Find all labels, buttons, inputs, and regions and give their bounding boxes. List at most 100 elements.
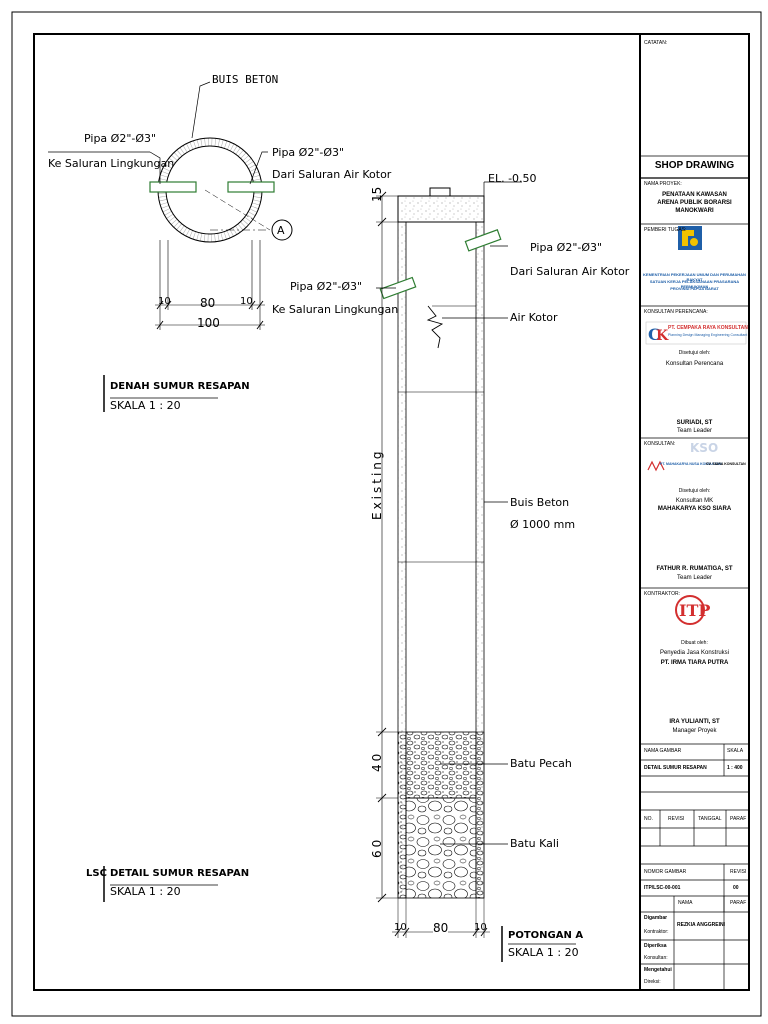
potongan-title: POTONGAN A <box>508 930 584 941</box>
outer-border <box>11 11 762 1017</box>
dim-15: 15 <box>370 186 384 202</box>
section-scale: SKALA 1 : 20 <box>110 885 181 898</box>
nama-label: NAMA <box>678 900 693 906</box>
nama-gambar-value: DETAIL SUMUR RESAPAN <box>644 765 707 771</box>
kontraktor-label: KONTRAKTOR: <box>644 591 681 597</box>
svg-text:KSO: KSO <box>690 441 718 455</box>
konsultan-role: Konsultan MK <box>675 498 714 504</box>
section-marker-circle <box>271 219 293 241</box>
kontraktor-name: IRA YULIANTI, ST <box>669 719 720 725</box>
plan-scale: SKALA 1 : 20 <box>110 399 181 412</box>
perencana-disetujui: Disetujui oleh: <box>678 350 711 356</box>
project-line-3: MANOKWARI <box>675 208 714 214</box>
pipe-outlet-label-2: Ke Saluran Lingkungan <box>272 303 399 316</box>
batu-kali-label: Batu Kali <box>510 837 559 850</box>
project-line-2: ARENA PUBLIK BORARSI <box>657 200 732 206</box>
diperiksa-sub: Konsultan: <box>644 955 668 961</box>
kontraktor-title: Manager Proyek <box>672 728 717 734</box>
konsultan-logo-right: CV. SIARA KONSULTAN <box>706 462 746 466</box>
svg-text:K: K <box>656 328 669 344</box>
revisi-label: REVISI <box>668 816 685 822</box>
konsultan-company: MAHAKARYA KSO SIARA <box>657 506 732 512</box>
paraf2-label: PARAF <box>730 900 747 906</box>
diperiksa-label: Diperiksa <box>644 943 667 949</box>
pipe-inlet-label-2: Dari Saluran Air Kotor <box>510 265 630 278</box>
plan-dim-total: 100 <box>197 316 220 330</box>
paraf-label: PARAF <box>730 816 747 822</box>
disetujui-label: Mengetahui <box>644 967 672 973</box>
owner-line-1: KEMENTRIAN PEKERJAAN UMUM DAN PERUMAHAN … <box>643 272 746 282</box>
project-line-1: PENATAAN KAWASAN <box>662 192 727 198</box>
konsultan-perencana-label: KONSULTAN PERENCANA: <box>644 309 708 315</box>
catatan-label: CATATAN: <box>644 40 668 46</box>
shop-drawing-header: SHOP DRAWING <box>654 160 735 171</box>
itp-logo-icon: ITP <box>675 595 710 625</box>
pipe-left <box>149 181 197 193</box>
perencana-title: Team Leader <box>676 428 713 434</box>
buis-beton-label-1: Buis Beton <box>510 496 570 509</box>
sec-dim-left: 10 <box>394 922 407 933</box>
buis-beton-label: BUIS BETON <box>212 73 279 86</box>
kso-logo-icon: KSO <box>647 441 718 472</box>
owner-line-3: PROVINSI PAPUA BARAT <box>670 286 719 291</box>
konsultan-name: FATHUR R. RUMATIGA, ST <box>656 566 733 572</box>
plan-dim-inner: 80 <box>200 296 216 310</box>
plan-view <box>48 81 293 330</box>
elevation-label: EL. -0.50 <box>488 172 537 185</box>
kontraktor-role: Penyedia Jasa Konstruksi <box>659 650 730 656</box>
pipe-left-label-1: Pipa Ø2"-Ø3" <box>84 132 157 145</box>
pipe-left-label-2: Ke Saluran Lingkungan <box>48 157 175 170</box>
owner-line-2: SATUAN KERJA PELAKSANAAN PRASARANA PERMU… <box>649 279 740 289</box>
section-view <box>376 181 522 938</box>
pemberi-tugas-label: PEMBERI TUGAS: <box>644 227 687 233</box>
svg-text:C: C <box>648 325 661 344</box>
sec-dim-right: 10 <box>474 922 487 933</box>
air-kotor-label: Air Kotor <box>510 311 558 324</box>
svg-text:ITP: ITP <box>679 601 710 620</box>
tanggal-label: TANGGAL <box>698 816 722 822</box>
konsultan-label: KONSULTAN: <box>644 441 676 447</box>
section-prefix: LSC <box>86 868 107 879</box>
pipe-inlet <box>464 229 502 252</box>
disetujui-sub: Direksi: <box>644 979 661 985</box>
dim-40: 40 <box>370 750 384 772</box>
air-kotor-symbol <box>426 305 444 349</box>
dim-60: 60 <box>370 836 384 858</box>
pipe-inlet-label-1: Pipa Ø2"-Ø3" <box>530 241 603 254</box>
revisi-value: 00 <box>733 885 739 891</box>
plan-title: DENAH SUMUR RESAPAN <box>110 381 250 392</box>
sec-dim-mid: 80 <box>433 921 449 935</box>
manhole-handle <box>429 187 451 197</box>
skala-value: 1 : 400 <box>727 765 743 771</box>
pipe-right-label-2: Dari Saluran Air Kotor <box>272 168 392 181</box>
kontraktor-company: PT. IRMA TIARA PUTRA <box>660 660 729 666</box>
buis-beton-label-2: Ø 1000 mm <box>510 518 576 531</box>
potongan-scale: SKALA 1 : 20 <box>508 946 579 959</box>
nomor-gambar-label: NOMOR GAMBAR <box>644 869 687 875</box>
konsultan-logo-left: PT. MAHAKARYA NUSA KONSULTAN <box>660 462 722 466</box>
nama-gambar-label: NAMA GAMBAR <box>644 748 682 754</box>
digambar-label: Digambar <box>644 915 668 921</box>
konsultan-disetujui: Disetujui oleh: <box>678 488 711 494</box>
pupr-logo-icon <box>678 226 702 250</box>
section-title: DETAIL SUMUR RESAPAN <box>110 868 250 879</box>
cover-slab <box>397 195 485 223</box>
batu-pecah-label: Batu Pecah <box>510 757 572 770</box>
pipe-right-label-1: Pipa Ø2"-Ø3" <box>272 146 345 159</box>
titleblock-grid <box>640 155 749 990</box>
dim-existing: Existing <box>370 448 384 520</box>
digambar-name: REZKIA ANGGREINI <box>677 922 725 928</box>
nomor-gambar-value: ITP/LSC-00-001 <box>644 885 681 891</box>
crk-logo-icon: C K <box>645 321 747 345</box>
pipe-outlet-label-1: Pipa Ø2"-Ø3" <box>290 280 363 293</box>
section-marker-text: A <box>277 224 285 237</box>
digambar-sub: Kontraktor: <box>644 929 669 935</box>
skala-label: SKALA <box>727 748 744 754</box>
konsultan-title: Team Leader <box>676 575 713 581</box>
kontraktor-disetujui: Dibuat oleh: <box>681 640 708 646</box>
batu-kali-layer <box>405 797 477 899</box>
perencana-logo-text: PT. CEMPAKA RAYA KONSULTAN <box>668 325 748 331</box>
perencana-name: SURIADI, ST <box>676 420 713 426</box>
plan-dim-wall-left: 10 <box>158 296 171 307</box>
